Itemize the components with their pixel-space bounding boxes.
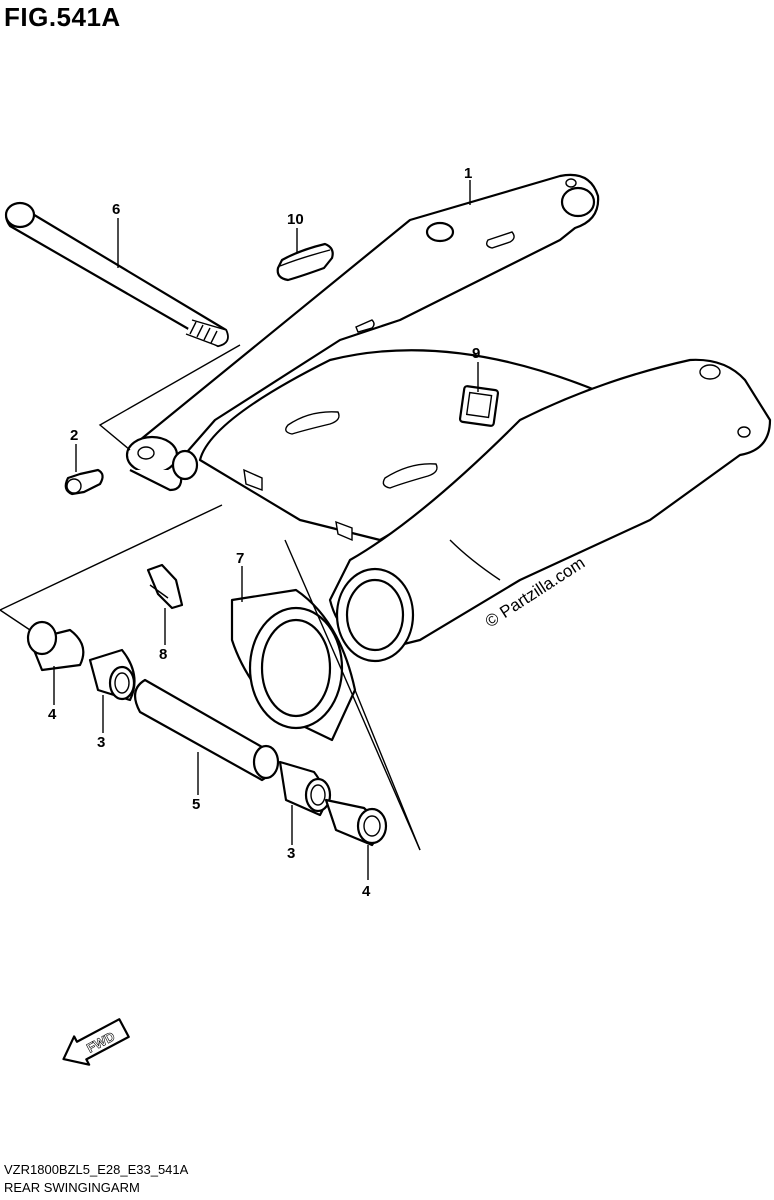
callout-labels: 1 2 3 3 4 4 5 6 7 8 9 10 — [48, 165, 480, 900]
section-name: REAR SWINGINGARM — [4, 1180, 140, 1195]
swingarm[interactable] — [125, 173, 772, 663]
collar-right[interactable] — [324, 798, 388, 847]
clip[interactable] — [146, 563, 184, 610]
assembly-guide-lines — [0, 344, 421, 851]
callout-10: 10 — [287, 211, 304, 228]
bolt[interactable] — [64, 468, 104, 496]
callout-9: 9 — [472, 345, 480, 362]
callout-4-left: 4 — [48, 706, 57, 723]
bearing-left[interactable] — [88, 648, 136, 702]
callout-1: 1 — [464, 165, 472, 182]
plug[interactable] — [276, 242, 334, 282]
label-plate[interactable] — [458, 385, 500, 427]
callout-3-right: 3 — [287, 845, 295, 862]
callout-2: 2 — [70, 427, 78, 444]
fwd-arrow-icon: FWD — [62, 1018, 130, 1066]
callout-5: 5 — [192, 796, 200, 813]
bearing-right[interactable] — [278, 760, 332, 817]
pivot-shaft[interactable] — [4, 201, 229, 348]
callout-7: 7 — [236, 550, 244, 567]
figure-title: FIG.541A — [4, 2, 121, 32]
callout-6: 6 — [112, 201, 120, 218]
model-code: VZR1800BZL5_E28_E33_541A — [4, 1162, 189, 1177]
leader-lines — [53, 180, 479, 880]
spacer-tube[interactable] — [133, 678, 280, 782]
callout-3-left: 3 — [97, 734, 105, 751]
collar-left[interactable] — [26, 620, 85, 672]
callout-4-right: 4 — [362, 883, 371, 900]
callout-8: 8 — [159, 646, 167, 663]
